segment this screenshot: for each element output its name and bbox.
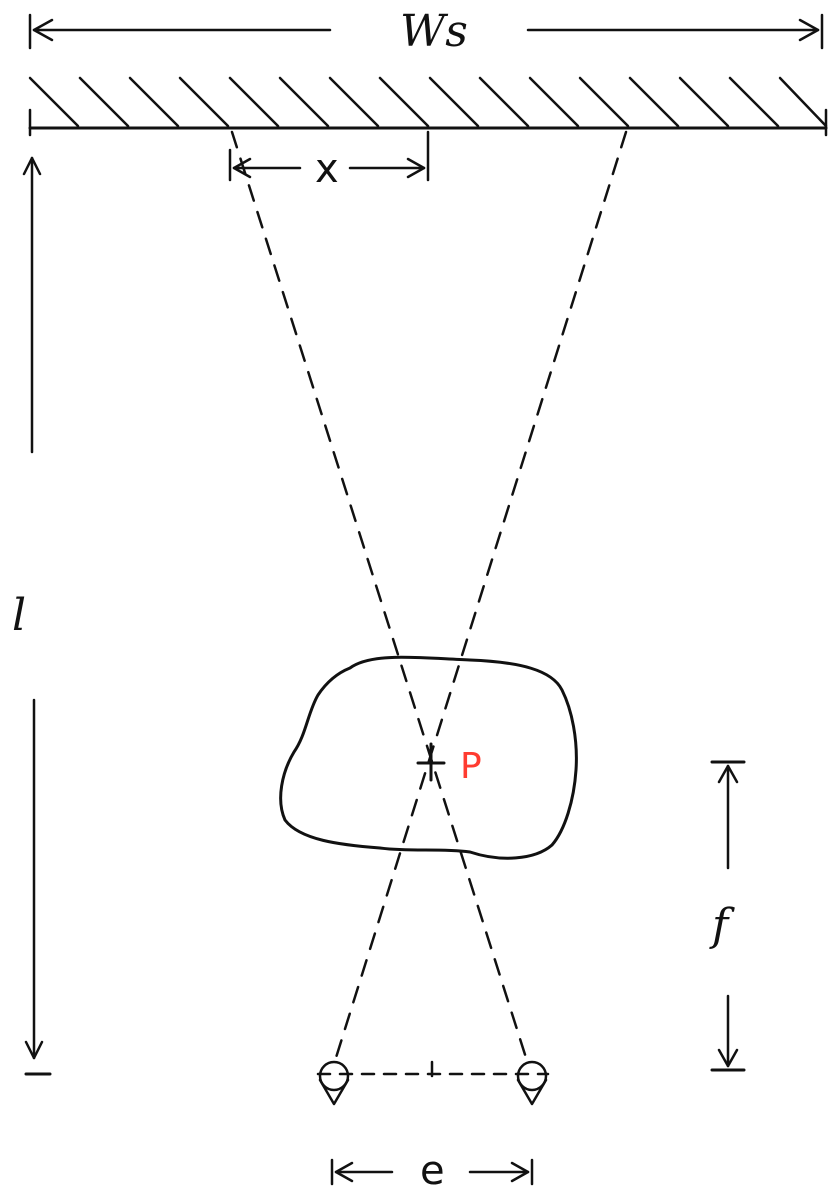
hatch-line <box>178 76 230 128</box>
eye-baseline <box>316 1060 550 1078</box>
e-left-arrowhead <box>334 1161 354 1183</box>
ws-right-arrowhead <box>798 18 820 42</box>
left-eye-sight-line <box>332 130 628 1066</box>
screen-surface <box>28 76 828 137</box>
hatch-line <box>428 76 480 128</box>
eye-separation-dimension: e <box>330 1148 534 1193</box>
distance-dimension: l <box>12 156 52 1076</box>
l-upper-arrowhead <box>22 156 42 176</box>
hatch-line <box>278 76 330 128</box>
f-upper-arrowhead <box>717 764 739 784</box>
e-right-arrowhead <box>510 1161 530 1183</box>
hatch-line <box>528 76 580 128</box>
ws-left-arrowhead <box>32 18 54 42</box>
hatch-line <box>728 76 780 128</box>
point-p-marker: P <box>416 742 482 787</box>
hatch-line <box>678 76 730 128</box>
screen-width-dimension: Ws <box>28 6 824 57</box>
right-eye-point <box>516 1078 548 1106</box>
left-eye-circle <box>318 1060 350 1092</box>
hatch-line <box>28 76 80 128</box>
l-label: l <box>12 590 26 641</box>
right-eye-sight-line <box>230 130 530 1066</box>
e-label: e <box>420 1148 445 1188</box>
hatch-line <box>128 76 180 128</box>
ws-label: Ws <box>400 6 468 57</box>
offset-dimension: x <box>228 130 430 192</box>
hatch-line <box>478 76 530 128</box>
left-eye-point <box>318 1078 350 1106</box>
left-eye-icon <box>318 1060 350 1106</box>
hatch-line <box>228 76 280 128</box>
screen-hatching <box>28 76 828 128</box>
hatch-line <box>378 76 430 128</box>
p-label: P <box>460 746 482 787</box>
object-blob <box>279 655 578 860</box>
right-eye-icon <box>516 1060 548 1106</box>
hatch-line <box>78 76 130 128</box>
x-right-arrowhead <box>406 157 426 179</box>
sight-lines <box>230 130 628 1066</box>
l-lower-arrowhead <box>24 1040 44 1060</box>
f-lower-arrowhead <box>717 1048 739 1068</box>
x-label: x <box>315 146 339 192</box>
focus-distance-dimension: f <box>709 760 746 1072</box>
right-eye-circle <box>516 1060 548 1092</box>
hatch-line <box>628 76 680 128</box>
hatch-line <box>778 76 828 128</box>
hatch-line <box>328 76 380 128</box>
hatch-line <box>578 76 630 128</box>
f-label: f <box>709 900 735 951</box>
